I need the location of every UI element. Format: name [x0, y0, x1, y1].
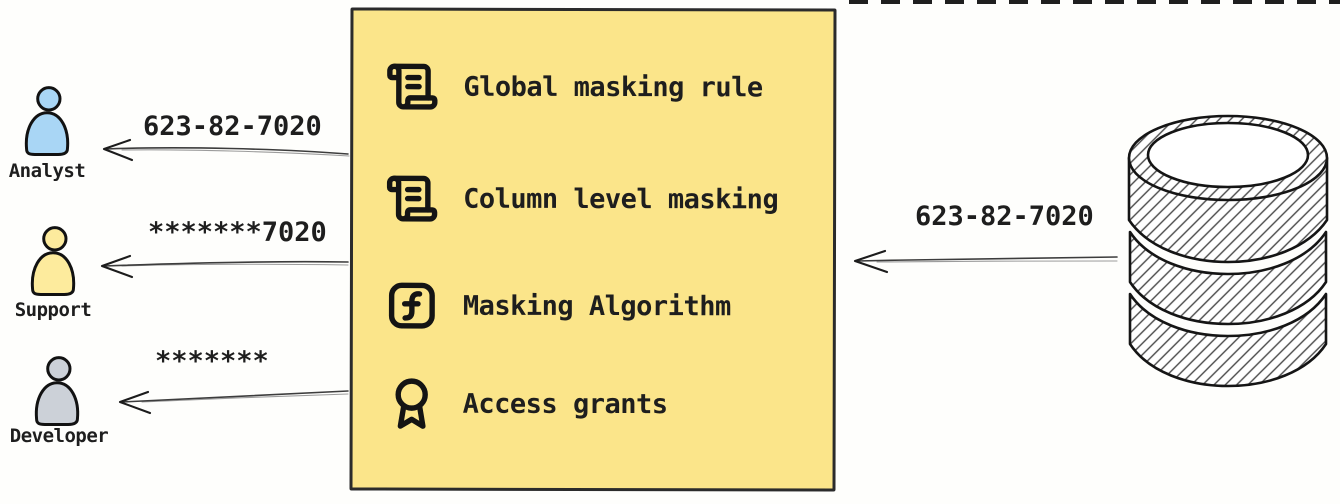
scroll-text-icon: [385, 172, 439, 226]
person-icon: [30, 226, 76, 296]
scroll-text-icon: [385, 60, 439, 114]
masking-box-item-label: Access grants: [462, 388, 668, 420]
masked-value-developer: *******: [155, 346, 269, 377]
function-square-icon: [385, 279, 439, 333]
persona-label-analyst: Analyst: [8, 160, 86, 182]
masking-box-item: Global masking rule: [385, 58, 763, 117]
masking-rules-box: Global masking rule Column level masking: [349, 7, 837, 492]
persona-label-support: Support: [14, 299, 92, 321]
db-source-value: 623-82-7020: [915, 201, 1094, 232]
masking-box-item-label: Masking Algorithm: [462, 290, 731, 322]
person-icon: [24, 86, 70, 156]
masking-box-item: Access grants: [385, 375, 668, 434]
database-icon: [1127, 114, 1329, 388]
arrow-db-to-box-icon: [853, 249, 1118, 274]
top-dashed-line: [849, 0, 1340, 4]
masking-box-item: Masking Algorithm: [385, 277, 731, 336]
arrow-to-developer-icon: [118, 390, 349, 415]
person-icon: [34, 356, 80, 426]
masking-box-item-label: Column level masking: [463, 183, 779, 215]
arrow-to-analyst-icon: [102, 138, 350, 162]
masked-value-support: *******7020: [148, 217, 327, 248]
persona-label-developer: Developer: [9, 425, 109, 447]
arrow-to-support-icon: [100, 254, 349, 279]
masking-box-item-label: Global masking rule: [463, 71, 763, 103]
award-icon: [385, 377, 439, 431]
masking-box-item: Column level masking: [385, 170, 778, 229]
masked-value-analyst: 623-82-7020: [143, 111, 322, 142]
